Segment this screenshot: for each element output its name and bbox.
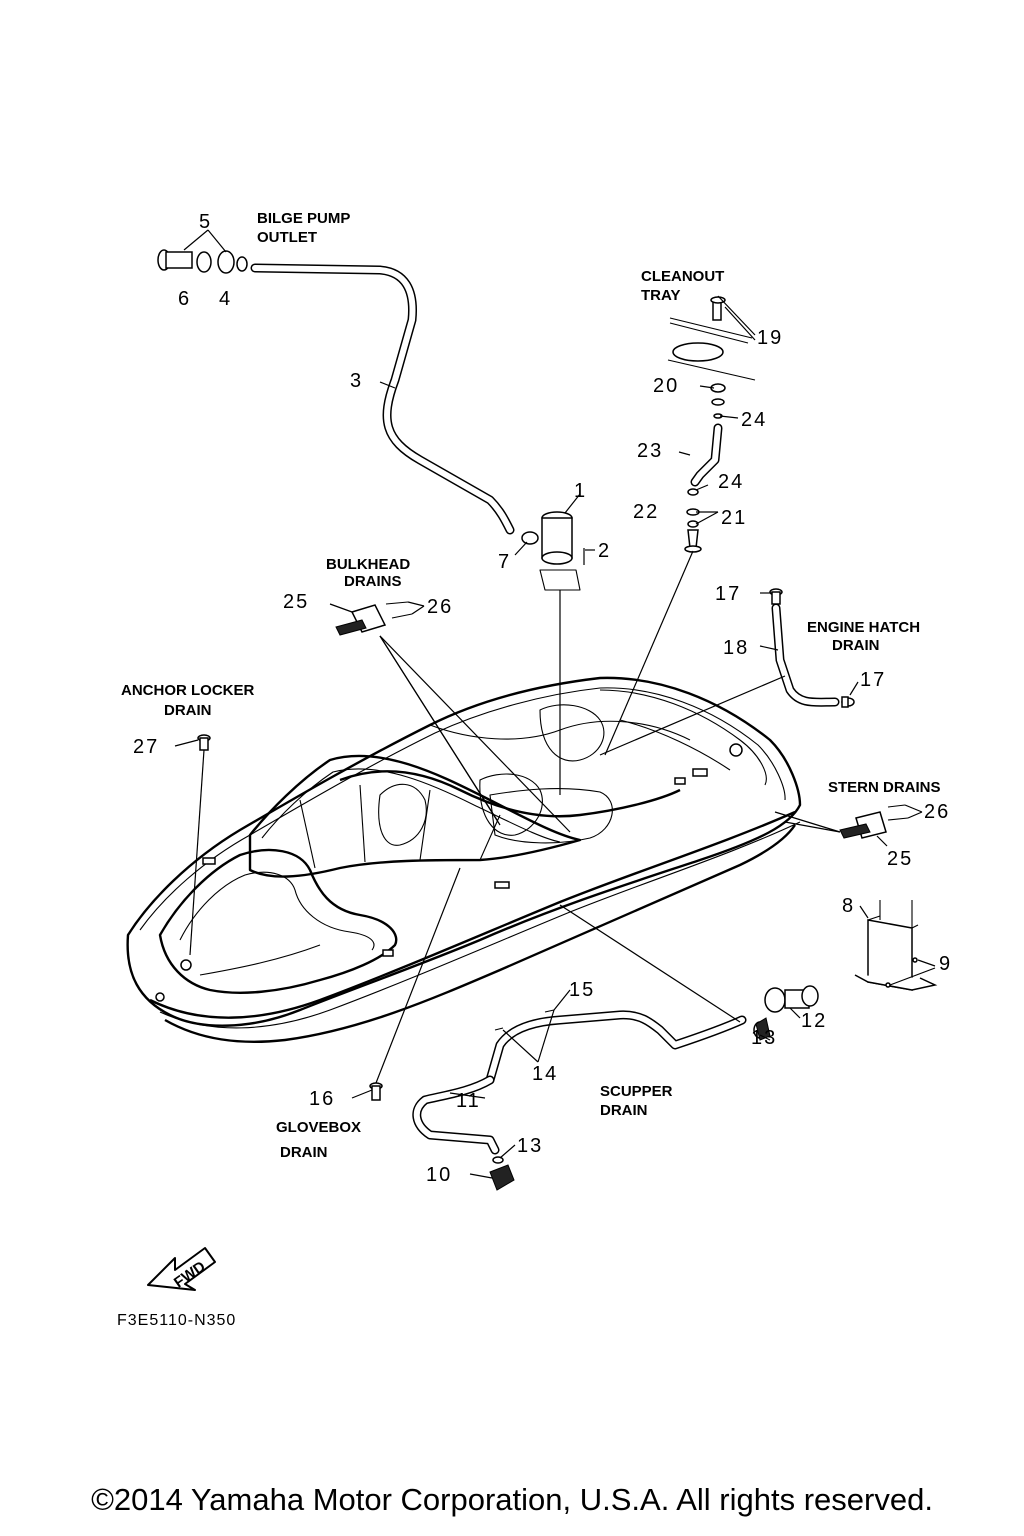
bilge-hose	[250, 263, 515, 535]
callout-5: 5	[199, 211, 212, 233]
section-labels: BILGE PUMP OUTLET CLEANOUT TRAY BULKHEAD…	[121, 210, 941, 1161]
label-scupper-drain: DRAIN	[600, 1102, 648, 1119]
callout-22: 22	[633, 501, 659, 523]
label-glovebox-drain: DRAIN	[280, 1144, 328, 1161]
stern-drain	[774, 804, 909, 839]
callout-25: 25	[887, 848, 913, 870]
callout-13: 13	[751, 1027, 777, 1049]
callout-26: 26	[924, 801, 950, 823]
callout-25: 25	[283, 591, 309, 613]
bilge-outlet-fitting	[157, 249, 248, 274]
callout-20: 20	[653, 375, 679, 397]
glovebox-drain	[369, 867, 461, 1101]
label-bilge-pump-outlet: OUTLET	[257, 229, 317, 246]
copyright-notice: ©2014 Yamaha Motor Corporation, U.S.A. A…	[91, 1482, 933, 1517]
label-cleanout-tray: CLEANOUT	[641, 268, 724, 285]
label-engine-hatch-drain: DRAIN	[832, 637, 880, 654]
cleanout-tray	[604, 296, 756, 756]
engine-hatch-drain	[599, 588, 855, 756]
diagram-code: F3E5110-N350	[117, 1312, 236, 1329]
callout-8: 8	[842, 895, 855, 917]
scupper-drain	[412, 904, 819, 1191]
callout-3: 3	[350, 370, 363, 392]
callout-1: 1	[574, 480, 587, 502]
callout-24: 24	[741, 409, 767, 431]
callout-4: 4	[219, 288, 232, 310]
label-scupper-drain: SCUPPER	[600, 1083, 673, 1100]
label-cleanout-tray: TRAY	[641, 287, 680, 304]
callout-26: 26	[427, 596, 453, 618]
label-stern-drains: STERN DRAINS	[828, 779, 941, 796]
bilge-pump	[539, 511, 585, 795]
callout-18: 18	[723, 637, 749, 659]
callout-14: 14	[532, 1063, 558, 1085]
callout-15: 15	[569, 979, 595, 1001]
label-bulkhead-drains: DRAINS	[344, 573, 402, 590]
forward-arrow: FWD	[147, 1247, 216, 1291]
callout-numbers: 5 6 4 3 19 20 24 23 24 1 22 21 2 7 17 25…	[133, 211, 952, 1186]
callout-10: 10	[426, 1164, 452, 1186]
callout-7: 7	[498, 551, 511, 573]
callout-12: 12	[801, 1010, 827, 1032]
callout-9: 9	[939, 953, 952, 975]
label-bulkhead-drains: BULKHEAD	[326, 556, 410, 573]
label-engine-hatch-drain: ENGINE HATCH	[807, 619, 920, 636]
callout-2: 2	[598, 540, 611, 562]
label-glovebox-drain: GLOVEBOX	[276, 1119, 361, 1136]
callout-17: 17	[715, 583, 741, 605]
label-anchor-locker-drain: DRAIN	[164, 702, 212, 719]
callout-16: 16	[309, 1088, 335, 1110]
callout-21: 21	[721, 507, 747, 529]
hose-clamp-7	[521, 531, 539, 545]
callout-17: 17	[860, 669, 886, 691]
callout-23: 23	[637, 440, 663, 462]
bulkhead-drain	[335, 601, 571, 833]
bracket	[854, 900, 938, 991]
callout-24: 24	[718, 471, 744, 493]
callout-6: 6	[178, 288, 191, 310]
callout-13: 13	[517, 1135, 543, 1157]
callout-19: 19	[757, 327, 783, 349]
label-bilge-pump-outlet: BILGE PUMP	[257, 210, 350, 227]
leader-lines	[174, 229, 923, 1179]
anchor-locker-drain	[189, 734, 211, 956]
callout-27: 27	[133, 736, 159, 758]
boat-hull	[126, 676, 802, 1043]
callout-11: 11	[456, 1090, 481, 1112]
label-anchor-locker-drain: ANCHOR LOCKER	[121, 682, 254, 699]
